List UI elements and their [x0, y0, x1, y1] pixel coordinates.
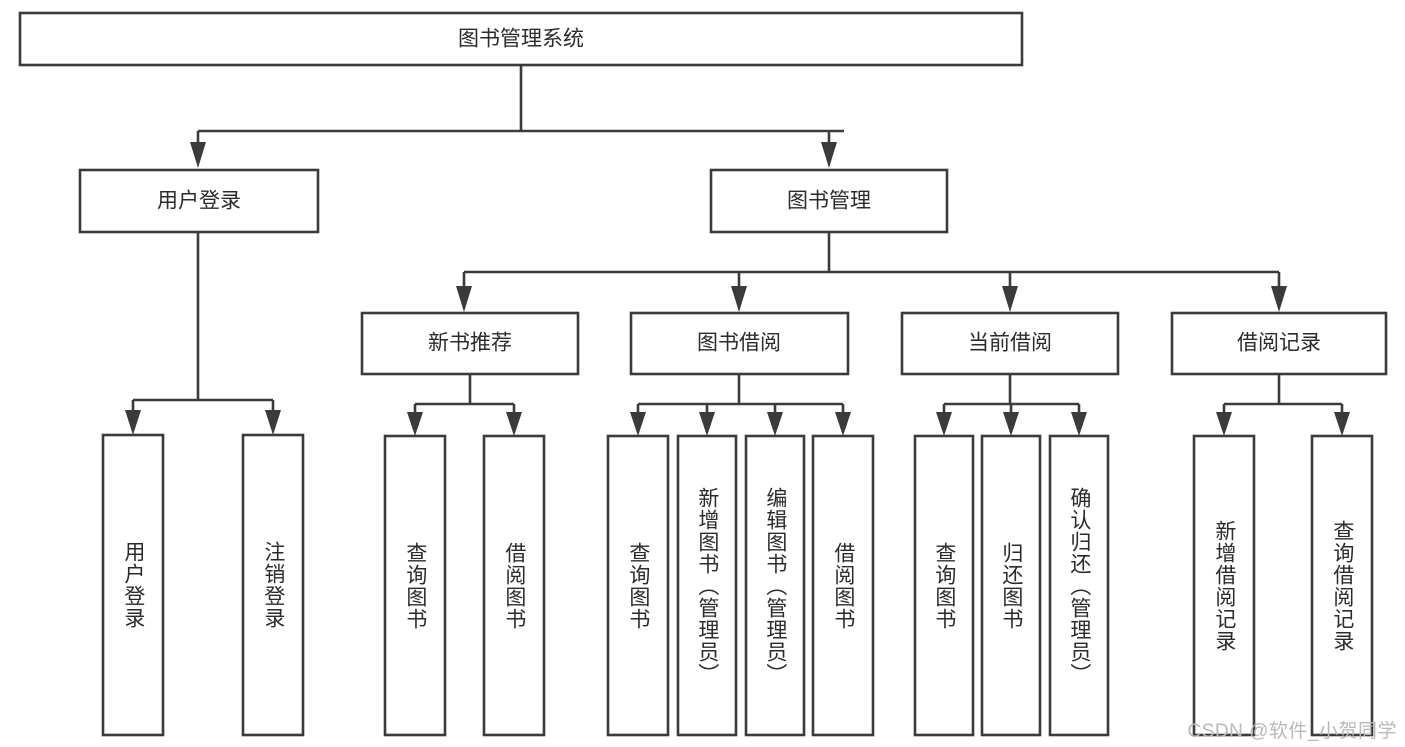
node-new-book-recommend[interactable]	[360, 311, 580, 376]
connector-userlogin-to-leaves	[125, 232, 281, 435]
connector-bookmgmt-to-level3	[456, 232, 1287, 312]
leaf-book-borrow-1[interactable]	[676, 434, 738, 737]
leaf-user-login-1[interactable]	[241, 433, 305, 737]
node-borrow-record-label: 借阅记录	[1237, 332, 1321, 355]
leaf-user-login-0[interactable]	[101, 433, 165, 737]
connector-currentborrow-to-leaves	[936, 374, 1087, 436]
node-current-borrow[interactable]	[900, 311, 1120, 376]
node-book-management[interactable]	[709, 168, 949, 234]
leaf-new-book-1[interactable]	[482, 434, 546, 737]
leaf-borrow-record-0[interactable]	[1192, 434, 1256, 737]
node-root[interactable]	[18, 11, 1024, 67]
connector-root-to-level2	[190, 65, 844, 168]
connector-newbook-to-leaves	[407, 374, 522, 436]
node-user-login[interactable]	[78, 168, 320, 234]
node-book-borrow[interactable]	[629, 311, 850, 376]
node-borrow-record[interactable]	[1170, 311, 1388, 376]
leaf-book-borrow-0[interactable]	[606, 434, 670, 737]
node-user-login-label: 用户登录	[157, 190, 241, 213]
leaf-current-borrow-1[interactable]	[980, 434, 1042, 737]
leaf-book-borrow-2[interactable]	[744, 434, 806, 737]
node-new-book-recommend-label: 新书推荐	[428, 332, 512, 355]
node-book-borrow-label: 图书借阅	[697, 332, 781, 355]
connector-borrowrecord-to-leaves	[1216, 374, 1350, 436]
watermark-text: CSDN @软件_小贺同学	[1187, 721, 1397, 742]
node-book-management-label: 图书管理	[787, 190, 871, 213]
leaf-borrow-record-1[interactable]	[1310, 434, 1374, 737]
node-root-label: 图书管理系统	[458, 28, 584, 51]
leaf-new-book-0[interactable]	[383, 434, 447, 737]
leaf-current-borrow-0[interactable]	[913, 434, 975, 737]
connector-bookborrow-to-leaves	[630, 374, 851, 436]
node-current-borrow-label: 当前借阅	[968, 332, 1052, 355]
leaf-book-borrow-3[interactable]	[811, 434, 875, 737]
leaf-current-borrow-2[interactable]	[1048, 434, 1110, 737]
